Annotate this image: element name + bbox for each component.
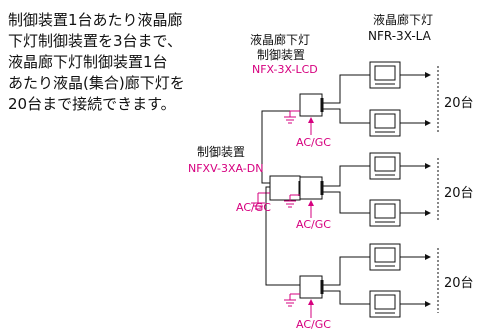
- lcd-controller-label: 液晶廊下灯: [250, 33, 311, 47]
- lcd-controller-box: [299, 93, 323, 117]
- controller-label: 制御装置: [197, 145, 246, 159]
- lcd-controller-box: [299, 176, 323, 200]
- group-count-label: 20台: [444, 96, 474, 111]
- ground-icon: [284, 194, 300, 208]
- corridor-light-model: NFR-3X-LA: [368, 29, 431, 43]
- description-line: 20台まで接続できます。: [8, 95, 176, 113]
- description-line: 液晶廊下灯制御装置1台: [8, 53, 168, 71]
- power-label: AC/GC: [296, 136, 331, 149]
- description-line: あたり液晶(集合)廊下灯を: [8, 74, 185, 92]
- ground-icon: [284, 293, 300, 307]
- lcd-controller-box: [299, 275, 323, 299]
- lcd-controller-label: 制御装置: [257, 48, 306, 62]
- description-line: 制御装置1台あたり液晶廊: [8, 11, 183, 29]
- controller-model: NFXV-3XA-DN: [188, 162, 264, 175]
- group-count-label: 20台: [444, 276, 474, 291]
- corridor-light-units: [369, 61, 431, 318]
- ground-icon: [284, 110, 300, 124]
- description-line: 下灯制御装置を3台まで、: [8, 32, 182, 50]
- ground-icon: [251, 192, 270, 210]
- lcd-controller-model: NFX-3X-LCD: [252, 63, 318, 76]
- controller-box: [269, 175, 301, 201]
- controller-power-label: AC/GC: [236, 201, 271, 214]
- corridor-light-label: 液晶廊下灯: [373, 13, 434, 27]
- group-count-label: 20台: [444, 186, 474, 201]
- power-label: AC/GC: [296, 318, 331, 331]
- power-label: AC/GC: [296, 218, 331, 231]
- description-text: 制御装置1台あたり液晶廊 下灯制御装置を3台まで、 液晶廊下灯制御装置1台 あた…: [8, 10, 258, 115]
